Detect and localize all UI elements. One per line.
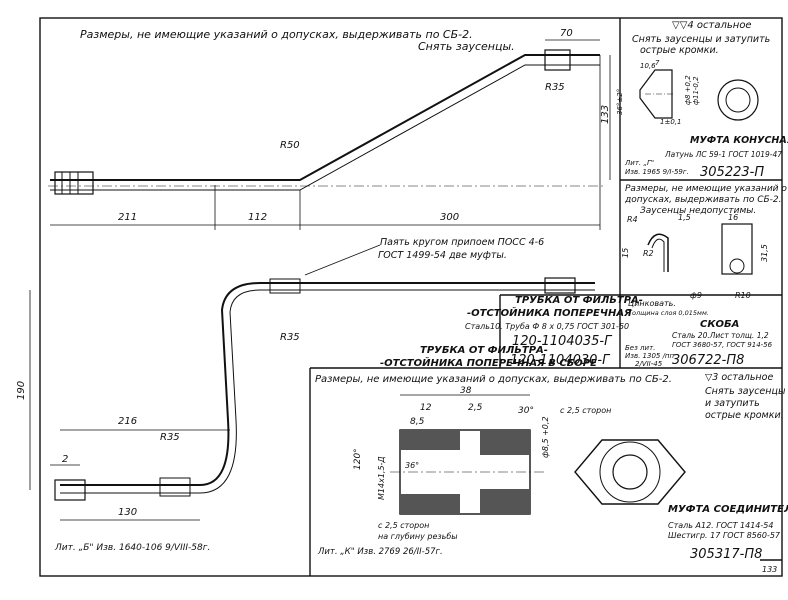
- litera-k: Лит. „К" Изв. 2769 26/II-57г.: [317, 547, 443, 557]
- connector-dim-d8-5: ф8,5 +0,2: [541, 416, 550, 458]
- connector-chamfer-1: с 2,5 сторон: [560, 406, 611, 415]
- bracket-title: СКОБА: [700, 319, 739, 330]
- frame-lines: [39, 17, 783, 577]
- cone-dim-1: 1±0,1: [660, 118, 681, 126]
- bracket-note-1: Размеры, не имеющие указаний о: [625, 184, 787, 194]
- cone-dim-10-6: 10,6: [640, 62, 656, 70]
- dim-112: 112: [248, 212, 267, 223]
- cone-litera-2: Изв. 1965 9/I-59г.: [625, 168, 689, 176]
- connector-dim-120: 120°: [353, 448, 363, 470]
- cone-dim-36: 36°±2°: [616, 89, 624, 115]
- cone-roughness: ▽▽4 остальное: [672, 20, 752, 31]
- dim-130: 130: [118, 507, 137, 518]
- tube-top-view: [48, 39, 611, 230]
- bracket-dim-31-5: 31,5: [760, 244, 769, 262]
- connector-sleeve-views: [390, 394, 686, 515]
- cone-sleeve-views: [639, 69, 759, 121]
- bracket-dim-d9: ф9: [690, 291, 702, 300]
- dim-r35-mid: R35: [280, 332, 300, 343]
- bracket-dim-16: 16: [728, 213, 738, 222]
- bracket-coating-1: Цинковать.: [628, 299, 676, 308]
- tube-part-no: 120-1104035-Г: [512, 334, 613, 349]
- bracket-material-1: Сталь 20.Лист толщ. 1,2: [672, 331, 769, 340]
- cone-dim-d11: ф11-0,2: [692, 76, 700, 105]
- bracket-note-3: Заусенцы недопустимы.: [640, 206, 756, 216]
- bracket-dim-r4: R4: [627, 215, 638, 224]
- dim-190: 190: [16, 381, 27, 400]
- dim-211: 211: [118, 212, 137, 223]
- bracket-dim-15: 15: [621, 248, 630, 258]
- connector-part-no: 305317-П8: [690, 547, 762, 562]
- dim-r50: R50: [280, 140, 300, 151]
- change-note-1: Без лит.: [625, 344, 655, 352]
- tube-assembly-view: [29, 244, 595, 521]
- cone-title: МУФТА КОНУСНАЯ: [690, 135, 788, 146]
- connector-title: МУФТА СОЕДИНИТЕЛЬНАЯ: [668, 504, 788, 515]
- dim-300: 300: [440, 212, 459, 223]
- bracket-material-2: ГОСТ 3680-57, ГОСТ 914-56: [672, 341, 773, 349]
- connector-note-1: Снять заусенцы: [705, 386, 786, 397]
- solder-note-1: Паять кругом припоем ПОСС 4-6: [380, 237, 544, 248]
- cone-part-no: 305223-П: [700, 165, 764, 180]
- page-number: 133: [762, 565, 777, 574]
- bracket-dim-r2: R2: [643, 249, 654, 258]
- bracket-part-no: 306722-П8: [672, 353, 744, 368]
- dim-133: 133: [600, 105, 611, 124]
- tube-material: Сталь10. Труба Ф 8 х 0,75 ГОСТ 301-50: [465, 322, 629, 331]
- dim-2: 2: [62, 454, 68, 465]
- dim-r35-top: R35: [545, 82, 565, 93]
- connector-dim-2-5: 2,5: [468, 403, 483, 413]
- bracket-dim-r10: R10: [735, 291, 751, 300]
- connector-note-2: и затупить: [705, 398, 760, 409]
- deburr-note: Снять заусенцы.: [418, 40, 515, 53]
- bracket-note-2: допусках, выдерживать по СБ-2.: [624, 195, 782, 205]
- tube-title-2: -ОТСТОЙНИКА ПОПЕРЕЧНАЯ: [467, 306, 632, 319]
- connector-material-1: Сталь А12. ГОСТ 1414-54: [668, 521, 773, 530]
- solder-note-2: ГОСТ 1499-54 две муфты.: [378, 250, 507, 261]
- connector-note-3: острые кромки.: [705, 410, 784, 421]
- tube-title-1: ТРУБКА ОТ ФИЛЬТРА-: [515, 295, 643, 306]
- connector-thread: М14х1,5-Д: [377, 456, 386, 500]
- assembly-title-1: ТРУБКА ОТ ФИЛЬТРА-: [420, 345, 548, 356]
- cone-dim-7: 7: [655, 59, 660, 67]
- change-note-3: 2/VII-45: [635, 360, 663, 368]
- connector-dim-36: 36°: [405, 461, 419, 470]
- connector-depth: на глубину резьбы: [378, 532, 458, 541]
- cone-note-2: острые кромки.: [640, 45, 719, 56]
- dim-r35-bottom: R35: [160, 432, 180, 443]
- cone-note-1: Снять заусенцы и затупить: [632, 34, 770, 45]
- bracket-dim-1-5: 1,5: [678, 213, 691, 222]
- general-note-bottom: Размеры, не имеющие указаний о допусках,…: [315, 374, 672, 385]
- dim-70: 70: [560, 28, 573, 39]
- connector-dim-8-5: 8,5: [410, 417, 425, 427]
- cone-material: Латунь ЛС 59-1 ГОСТ 1019-47: [664, 150, 782, 159]
- change-note-2: Изв. 1305 /пп: [625, 352, 675, 360]
- bracket-coating-2: Толщина слоя 0,015мм.: [628, 309, 709, 317]
- connector-material-2: Шестигр. 17 ГОСТ 8560-57: [668, 531, 781, 540]
- connector-chamfer-2: с 2,5 сторон: [378, 521, 429, 530]
- connector-dim-30: 30°: [518, 406, 534, 416]
- assembly-title-2: -ОТСТОЙНИКА ПОПЕРЕЧНАЯ В СБОРЕ: [380, 356, 597, 369]
- assembly-part-no: 120-1104030-Г: [510, 353, 611, 368]
- cone-litera-1: Лит. „Г": [624, 159, 654, 167]
- connector-dim-38: 38: [460, 386, 472, 396]
- general-note-top: Размеры, не имеющие указаний о допусках,…: [80, 28, 473, 41]
- connector-roughness: ▽3 остальное: [705, 372, 773, 383]
- cone-dim-d8: ф8 +0,2: [684, 75, 692, 105]
- dim-216: 216: [118, 416, 137, 427]
- bracket-views: [647, 223, 753, 275]
- connector-dim-12: 12: [420, 403, 432, 413]
- litera-b: Лит. „Б" Изв. 1640-106 9/VIII-58г.: [54, 543, 210, 553]
